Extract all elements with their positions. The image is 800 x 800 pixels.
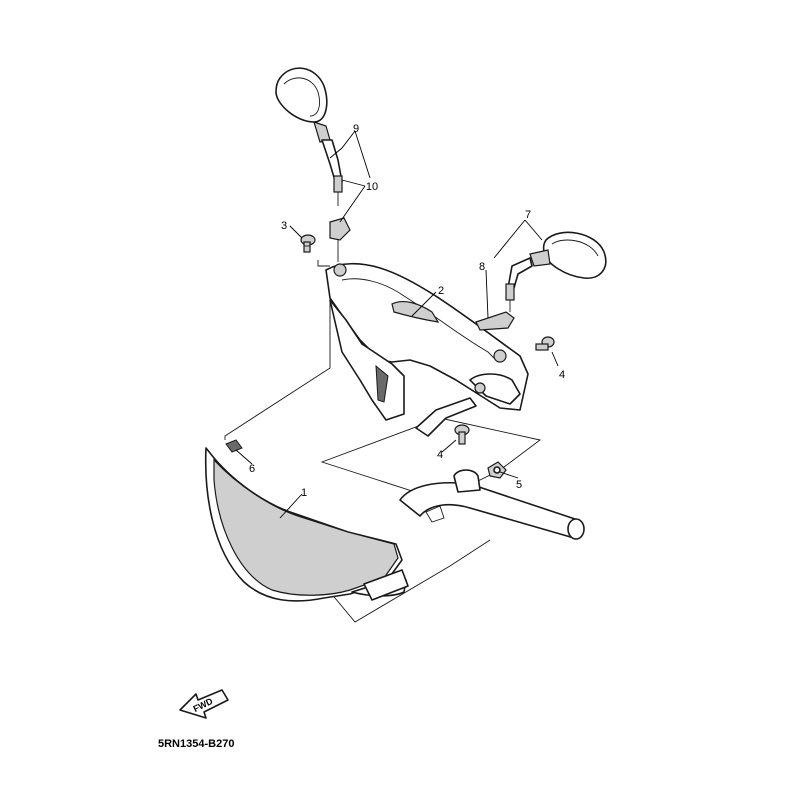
callout-3: 3 <box>281 220 287 232</box>
bracket <box>415 397 477 437</box>
callout-5: 5 <box>516 479 522 491</box>
handle-cover <box>325 262 529 421</box>
bolt-part-4-upper <box>535 336 555 351</box>
headlight-lens <box>204 447 409 602</box>
callout-1: 1 <box>301 487 307 499</box>
callout-labels: 9 10 3 2 7 8 4 4 5 6 1 <box>249 123 565 499</box>
fwd-arrow-icon: FWD <box>179 689 229 719</box>
callout-7: 7 <box>525 209 531 221</box>
callout-6: 6 <box>249 463 255 475</box>
left-mirror <box>275 67 343 206</box>
right-mirror <box>505 231 607 312</box>
callout-4-upper: 4 <box>559 369 565 381</box>
callout-2: 2 <box>438 285 444 297</box>
screw-part-3 <box>300 234 316 253</box>
callout-4-lower: 4 <box>437 449 443 461</box>
leader-lines <box>235 130 559 519</box>
nut-part-6 <box>225 439 243 453</box>
callout-10: 10 <box>366 181 378 193</box>
callout-9: 9 <box>353 123 359 135</box>
callout-8: 8 <box>479 261 485 273</box>
handlebar <box>399 469 585 540</box>
bolt-part-4-lower <box>454 424 470 445</box>
nut-part-5 <box>487 461 507 479</box>
left-mirror-adapter <box>329 217 351 262</box>
drawing-code: 5RN1354-B270 <box>158 738 235 750</box>
right-mirror-adapter <box>475 311 515 331</box>
